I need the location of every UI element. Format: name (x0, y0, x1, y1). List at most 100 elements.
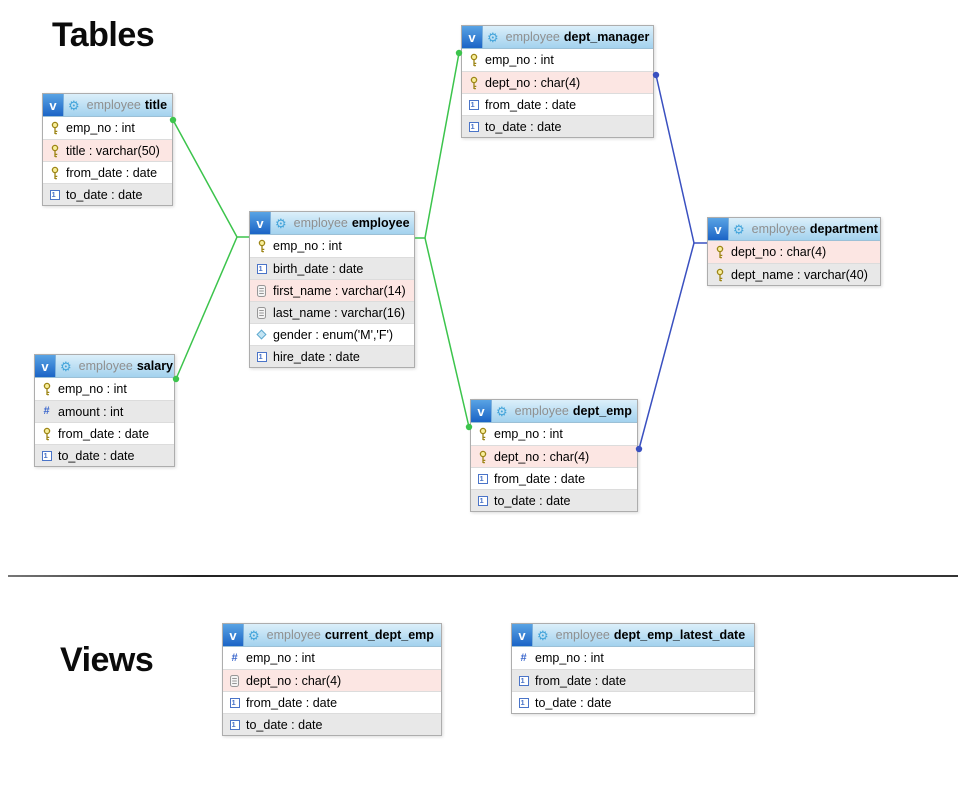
column-row: #emp_no : int (223, 647, 441, 669)
date-type-icon: 1 (477, 473, 488, 484)
numeric-type-icon: # (520, 651, 527, 664)
column-definition: from_date : date (535, 673, 627, 688)
column-type-icon-wrap (255, 284, 268, 297)
column-definition: hire_date : date (273, 349, 360, 364)
column-type-icon-wrap (40, 427, 53, 441)
column-row: 1 hire_date : date (250, 345, 414, 367)
numeric-type-icon: # (231, 651, 238, 664)
column-definition: from_date : date (66, 165, 158, 180)
gear-icon[interactable]: ⚙ (537, 627, 549, 643)
collapse-toggle-icon[interactable]: v (250, 212, 271, 234)
table-name: employee (351, 216, 410, 230)
gear-icon[interactable]: ⚙ (487, 29, 499, 45)
column-definition: first_name : varchar(14) (273, 283, 406, 298)
column-type-icon-wrap (467, 76, 480, 90)
primary-key-icon (51, 166, 58, 179)
collapse-toggle-icon[interactable]: v (512, 624, 533, 646)
gear-icon[interactable]: ⚙ (496, 403, 508, 419)
relation-line-employee-dept_manager (415, 52, 460, 239)
column-type-icon-wrap (255, 329, 268, 340)
column-definition: from_date : date (246, 695, 338, 710)
table-name: salary (136, 359, 174, 373)
collapse-toggle-icon[interactable]: v (471, 400, 492, 422)
gear-icon[interactable]: ⚙ (275, 215, 287, 231)
column-row: dept_no : char(4) (462, 71, 653, 93)
column-definition: to_date : date (535, 695, 612, 710)
column-row: emp_no : int (471, 423, 637, 445)
schema-name: employee (78, 359, 133, 373)
column-definition: dept_no : char(4) (731, 245, 827, 259)
gear-icon[interactable]: ⚙ (733, 221, 745, 237)
column-row: last_name : varchar(16) (250, 301, 414, 323)
column-row: emp_no : int (462, 49, 653, 71)
column-type-icon-wrap: 1 (517, 697, 530, 708)
column-type-icon-wrap: 1 (467, 121, 480, 132)
collapse-toggle-icon[interactable]: v (223, 624, 244, 646)
date-type-icon: 1 (49, 189, 60, 200)
column-type-icon-wrap (48, 166, 61, 180)
column-type-icon-wrap: # (517, 651, 530, 664)
date-type-icon: 1 (518, 675, 529, 686)
gear-icon[interactable]: ⚙ (60, 358, 72, 374)
column-definition: emp_no : int (66, 121, 135, 135)
date-type-icon: 1 (468, 99, 479, 110)
schema-name: employee (86, 98, 141, 112)
table-name: department (809, 222, 878, 236)
column-type-icon-wrap (476, 427, 489, 441)
column-row: 1 from_date : date (512, 669, 754, 691)
relation-line-dept_manager-department (655, 74, 707, 244)
gear-icon[interactable]: ⚙ (68, 97, 80, 113)
column-type-icon-wrap (48, 121, 61, 135)
numeric-type-icon: # (43, 405, 50, 417)
collapse-toggle-icon[interactable]: v (462, 26, 483, 48)
schema-name: employee (266, 628, 321, 642)
column-row: 1 to_date : date (512, 691, 754, 713)
column-type-icon-wrap: 1 (255, 263, 268, 274)
column-row: dept_no : char(4) (223, 669, 441, 691)
column-row: from_date : date (35, 422, 174, 444)
primary-key-icon (51, 144, 58, 157)
schema-name: employee (293, 216, 348, 230)
column-type-icon-wrap (476, 450, 489, 464)
relation-line-title-employee (172, 119, 249, 238)
enum-type-icon (256, 329, 267, 340)
column-type-icon-wrap (228, 674, 241, 687)
column-definition: from_date : date (494, 471, 586, 486)
column-definition: dept_no : char(4) (494, 449, 590, 464)
column-type-icon-wrap: 1 (255, 351, 268, 362)
primary-key-icon (479, 450, 486, 463)
column-definition: from_date : date (58, 426, 150, 441)
gear-icon[interactable]: ⚙ (248, 627, 260, 643)
primary-key-icon (470, 76, 477, 89)
date-type-icon: 1 (256, 263, 267, 274)
collapse-toggle-icon[interactable]: v (35, 355, 56, 377)
section-divider (8, 575, 958, 577)
column-type-icon-wrap (255, 306, 268, 319)
collapse-toggle-icon[interactable]: v (708, 218, 729, 240)
column-definition: dept_no : char(4) (485, 75, 581, 90)
collapse-toggle-icon[interactable]: v (43, 94, 64, 116)
